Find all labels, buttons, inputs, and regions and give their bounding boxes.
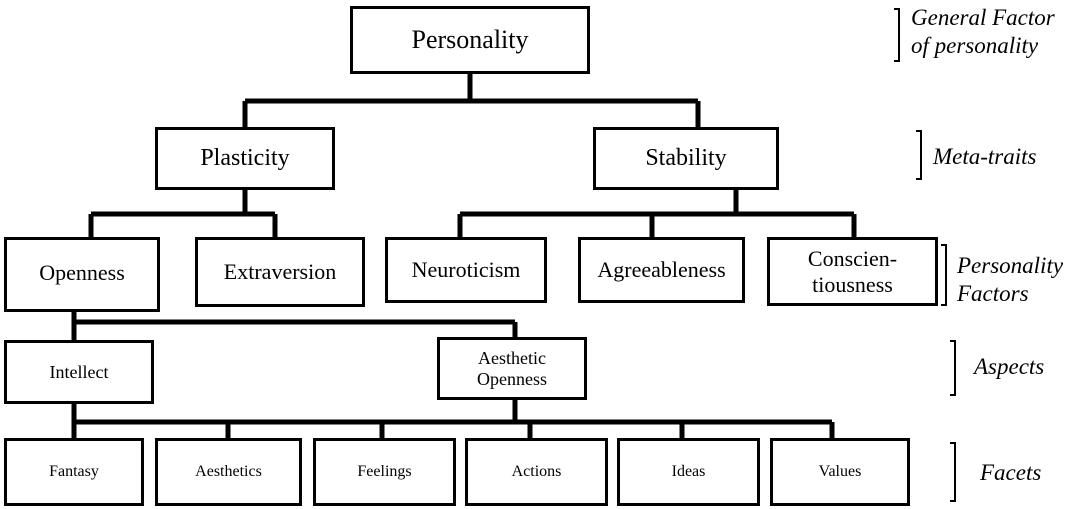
level-label-facets: Facets xyxy=(980,460,1042,485)
bracket-facets xyxy=(950,442,956,502)
node-neuroticism: Neuroticism xyxy=(385,237,547,303)
node-aesthetics: Aesthetics xyxy=(155,438,302,506)
bracket-factors xyxy=(941,244,947,306)
node-conscientiousness: Conscien- tiousness xyxy=(767,237,938,306)
level-label-factors: Personality Factors xyxy=(957,253,1064,306)
level-label-general: General Factor of personality xyxy=(911,5,1055,58)
node-actions: Actions xyxy=(465,438,608,506)
node-extraversion: Extraversion xyxy=(195,237,365,307)
node-agreeableness: Agreeableness xyxy=(578,237,745,303)
node-openness: Openness xyxy=(4,237,160,312)
node-intellect: Intellect xyxy=(4,340,154,404)
bracket-aspects xyxy=(950,340,956,396)
node-aesthetic-openness: Aesthetic Openness xyxy=(437,337,587,400)
node-plasticity: Plasticity xyxy=(155,127,335,190)
bracket-general xyxy=(894,8,900,62)
node-personality: Personality xyxy=(350,6,590,74)
node-ideas: Ideas xyxy=(617,438,760,506)
level-label-meta: Meta-traits xyxy=(933,144,1037,169)
level-label-aspects: Aspects xyxy=(974,354,1045,379)
node-feelings: Feelings xyxy=(313,438,456,506)
node-fantasy: Fantasy xyxy=(4,438,144,506)
bracket-meta xyxy=(916,130,922,180)
node-values: Values xyxy=(770,438,910,506)
node-stability: Stability xyxy=(593,127,779,190)
